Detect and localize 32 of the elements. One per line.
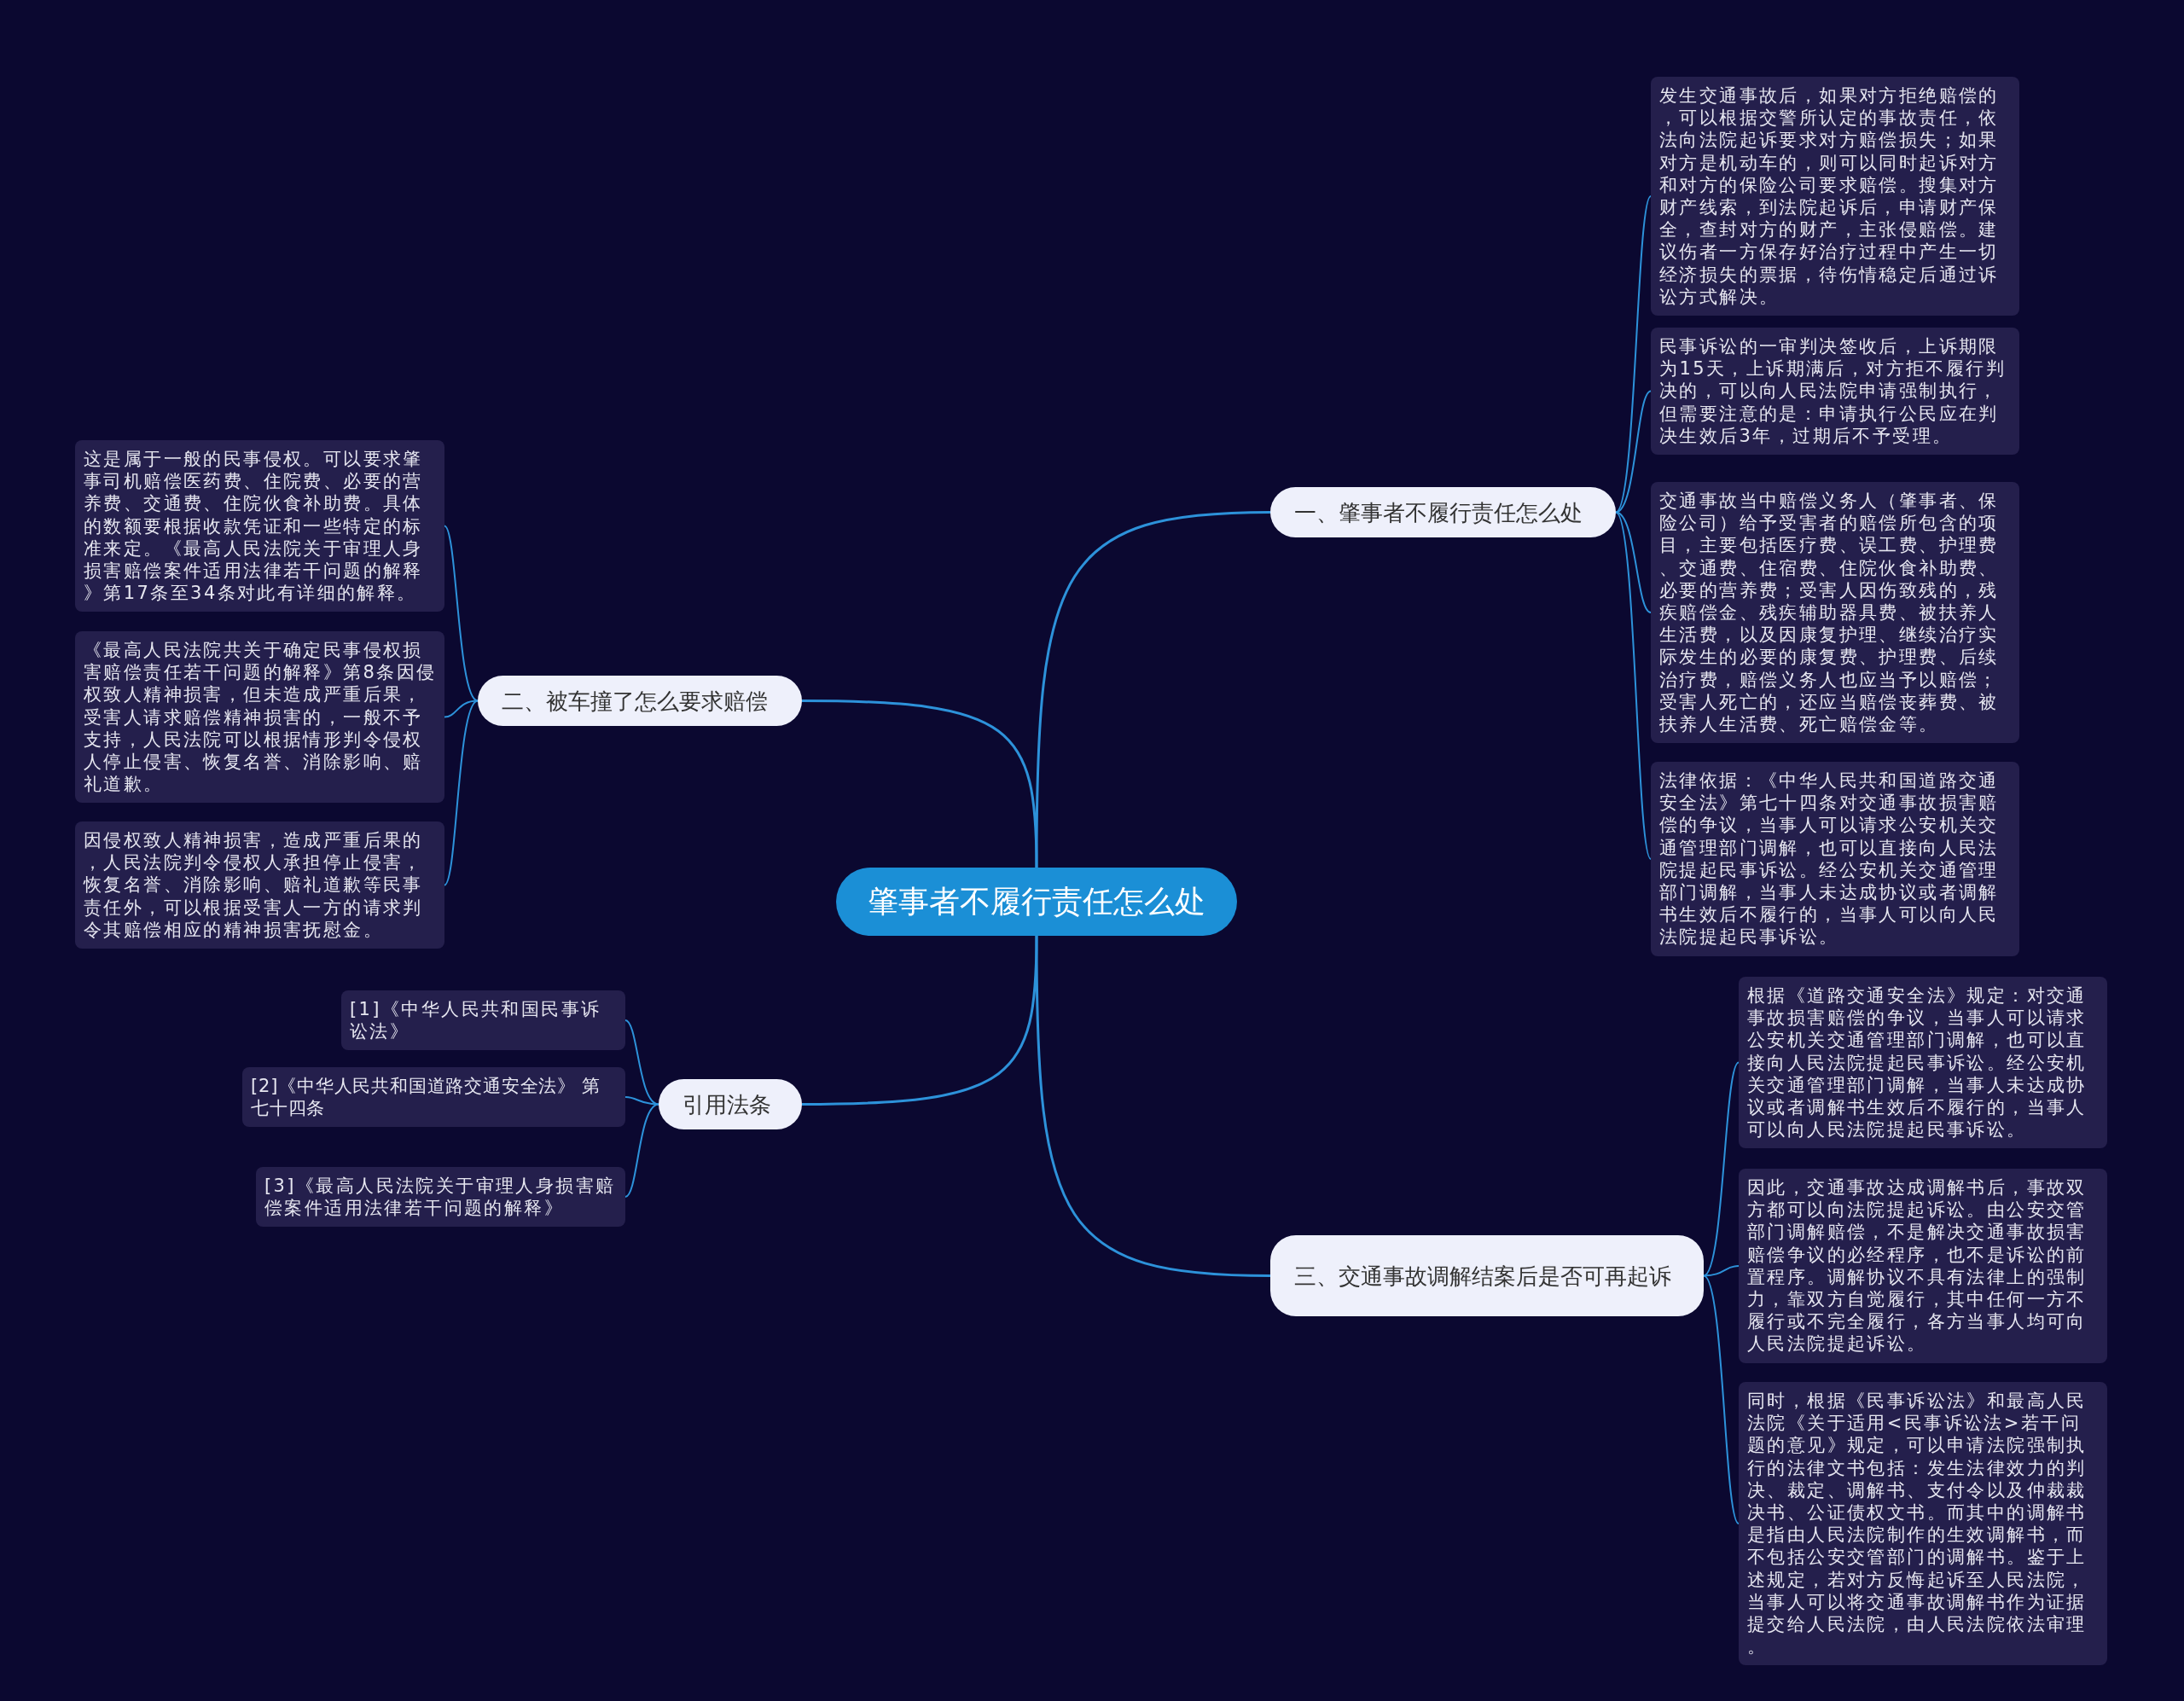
connector-line — [802, 935, 1038, 1106]
text-card: 发生交通事故后，如果对方拒绝赔偿的，可以根据交警所认定的事故责任，依法向法院起诉要求对方赔偿损失；如果对方是机动车的，则可以同时起诉对方和对方的保险公司要求赔偿。搜集对方财产线索，到法院起诉后，申请财产保全，查封对方的财产，主张侵赔偿。建议伤者一方保存好治疗过程中产生一切经济损失的票据，待伤情稳定后通过诉讼方式解决。 — [1651, 77, 2019, 316]
connector-line — [1703, 1265, 1740, 1277]
connector-line — [444, 525, 479, 702]
connector-line — [1035, 936, 1271, 1277]
topic-box: 一、肇事者不履行责任怎么处 — [1270, 487, 1616, 537]
text-card: 交通事故当中赔偿义务人（肇事者、保险公司）给予受害者的赔偿所包含的项目，主要包括医疗费、误工费、护理费、交通费、住宿费、住院伙食补助费、必要的营养费；受害人因伤致残的，残疾赔偿金、残疾辅助器具费、被扶养人生活费，以及因康复护理、继续治疗实际发生的必要的康复费、护理费、后续治疗费，赔偿义务人也应当予以赔偿；受害人死亡的，还应当赔偿丧葬费、被扶养人生活费、死亡赔偿金等。 — [1651, 482, 2019, 744]
text-card: 《最高人民法院共关于确定民事侵权损害赔偿责任若干问题的解释》第8条因侵权致人精神损害，但未造成严重后果，受害人请求赔偿精神损害的，一般不予支持，人民法院可以根据情形判令侵权人停止侵害、恢复名誉、消除影响、赔礼道歉。 — [75, 631, 444, 804]
text-card: [1]《中华人民共和国民事诉讼法》 — [341, 990, 625, 1051]
text-card: 同时，根据《民事诉讼法》和最高人民法院《关于适用<民事诉讼法>若干问题的意见》规定，可以申请法院强制执行的法律文书包括：发生法律效力的判决、裁定、调解书、支付令以及仲裁裁决书、公证债权文书。而其中的调解书是指由人民法院制作的生效调解书，而不包括公安交管部门的调解书。鉴于上述规定，若对方反悔起诉至人民法院，当事人可以将交通事故调解书作为证据提交给人民法院，由人民法院依法审理。 — [1739, 1382, 2107, 1666]
connector-line — [1615, 511, 1652, 613]
topic-box: 引用法条 — [659, 1079, 802, 1129]
connector-line — [1615, 195, 1652, 514]
text-card: 因侵权致人精神损害，造成严重后果的，人民法院判令侵权人承担停止侵害，恢复名誉、消除影响、赔礼道歉等民事责任外，可以根据受害人一方的请求判令其赔偿相应的精神损害抚慰金。 — [75, 821, 444, 949]
text-card: 根据《道路交通安全法》规定：对交通事故损害赔偿的争议，当事人可以请求公安机关交通管理部门调解，也可以直接向人民法院提起民事诉讼。经公安机关交通管理部门调解，当事人未达成协议或者调解书生效后不履行的，当事人可以向人民法院提起民事诉讼。 — [1739, 977, 2107, 1149]
text-card: [3]《最高人民法院关于审理人身损害赔偿案件适用法律若干问题的解释》 — [256, 1167, 625, 1228]
connector-line — [444, 700, 479, 886]
central-topic: 肇事者不履行责任怎么处 — [836, 868, 1237, 936]
connector-line — [1703, 1061, 1740, 1277]
connector-line — [1615, 390, 1652, 514]
text-card: 这是属于一般的民事侵权。可以要求肇事司机赔偿医药费、住院费、必要的营养费、交通费、住院伙食补助费。具体的数额要根据收款凭证和一些特定的标准来定。《最高人民法院关于审理人身损害赔偿案件适用法律若干问题的解释》第17条至34条对此有详细的解释。 — [75, 440, 444, 612]
topic-box: 三、交通事故调解结案后是否可再起诉 — [1270, 1235, 1704, 1316]
text-card: 法律依据：《中华人民共和国道路交通安全法》第七十四条对交通事故损害赔偿的争议，当事人可以请求公安机关交通管理部门调解，也可以直接向人民法院提起民事诉讼。经公安机关交通管理部门调解，当事人未达成协议或者调解书生效后不履行的，当事人可以向人民法院提起民事诉讼。 — [1651, 762, 2019, 956]
text-card: 民事诉讼的一审判决签收后，上诉期限为15天，上诉期满后，对方拒不履行判决的，可以向人民法院申请强制执行，但需要注意的是：申请执行公民应在判决生效后3年，过期后不予受理。 — [1651, 328, 2019, 455]
text-card: 因此，交通事故达成调解书后，事故双方都可以向法院提起诉讼。由公安交管部门调解赔偿，不是解决交通事故损害赔偿争议的必经程序，也不是诉讼的前置程序。调解协议不具有法律上的强制力，靠双方自觉履行，其中任何一方不履行或不完全履行，各方当事人均可向人民法院提起诉讼。 — [1739, 1169, 2107, 1363]
connector-line — [802, 700, 1038, 868]
connector-line — [624, 1096, 659, 1106]
topic-box: 二、被车撞了怎么要求赔偿 — [478, 676, 802, 726]
text-card: [2]《中华人民共和国道路交通安全法》 第七十四条 — [242, 1067, 625, 1128]
connector-line — [1615, 511, 1652, 860]
connector-line — [1703, 1274, 1740, 1524]
connector-line — [624, 1103, 659, 1198]
